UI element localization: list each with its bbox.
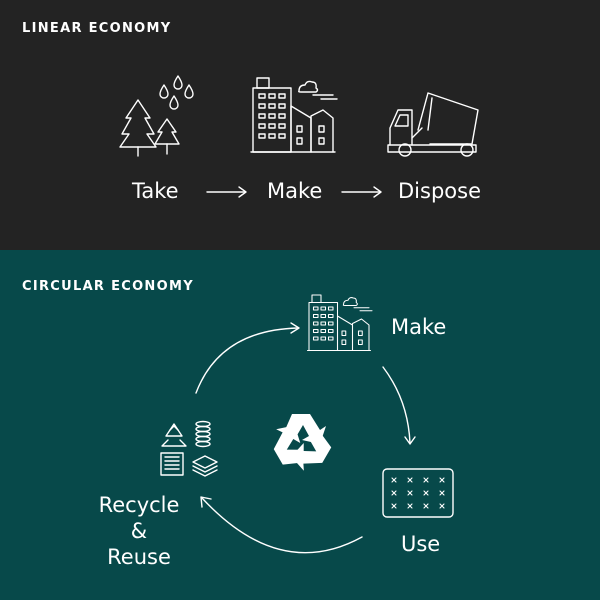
dispose-label: Dispose (398, 179, 481, 203)
circular-economy-panel: CIRCULAR ECONOMY (0, 250, 600, 600)
recycle-label-line1: Recycle (98, 493, 180, 517)
linear-economy-title: LINEAR ECONOMY (22, 21, 172, 36)
circular-make-label: Make (391, 315, 447, 339)
cycle-arrow-icon (195, 322, 300, 394)
arrow-right-icon (206, 186, 247, 198)
make-label: Make (267, 179, 323, 203)
circular-economy-title: CIRCULAR ECONOMY (22, 279, 194, 294)
mattress-icon (382, 468, 454, 518)
trees-water-icon (119, 75, 194, 157)
recycle-label-line2: & Reuse (107, 519, 171, 569)
cycle-arrow-icon (200, 496, 363, 554)
arrow-right-icon (341, 186, 382, 198)
dump-truck-icon (387, 92, 479, 157)
take-label: Take (132, 179, 179, 203)
factory-icon (250, 77, 338, 153)
recycle-icon (265, 414, 335, 477)
recycled-materials-icon (160, 420, 218, 477)
factory-icon (306, 294, 373, 352)
linear-economy-panel: LINEAR ECONOMY (0, 0, 600, 250)
use-label: Use (401, 532, 441, 556)
recycle-reuse-label: Recycle & Reuse (98, 492, 180, 570)
cycle-arrow-icon (382, 366, 416, 445)
